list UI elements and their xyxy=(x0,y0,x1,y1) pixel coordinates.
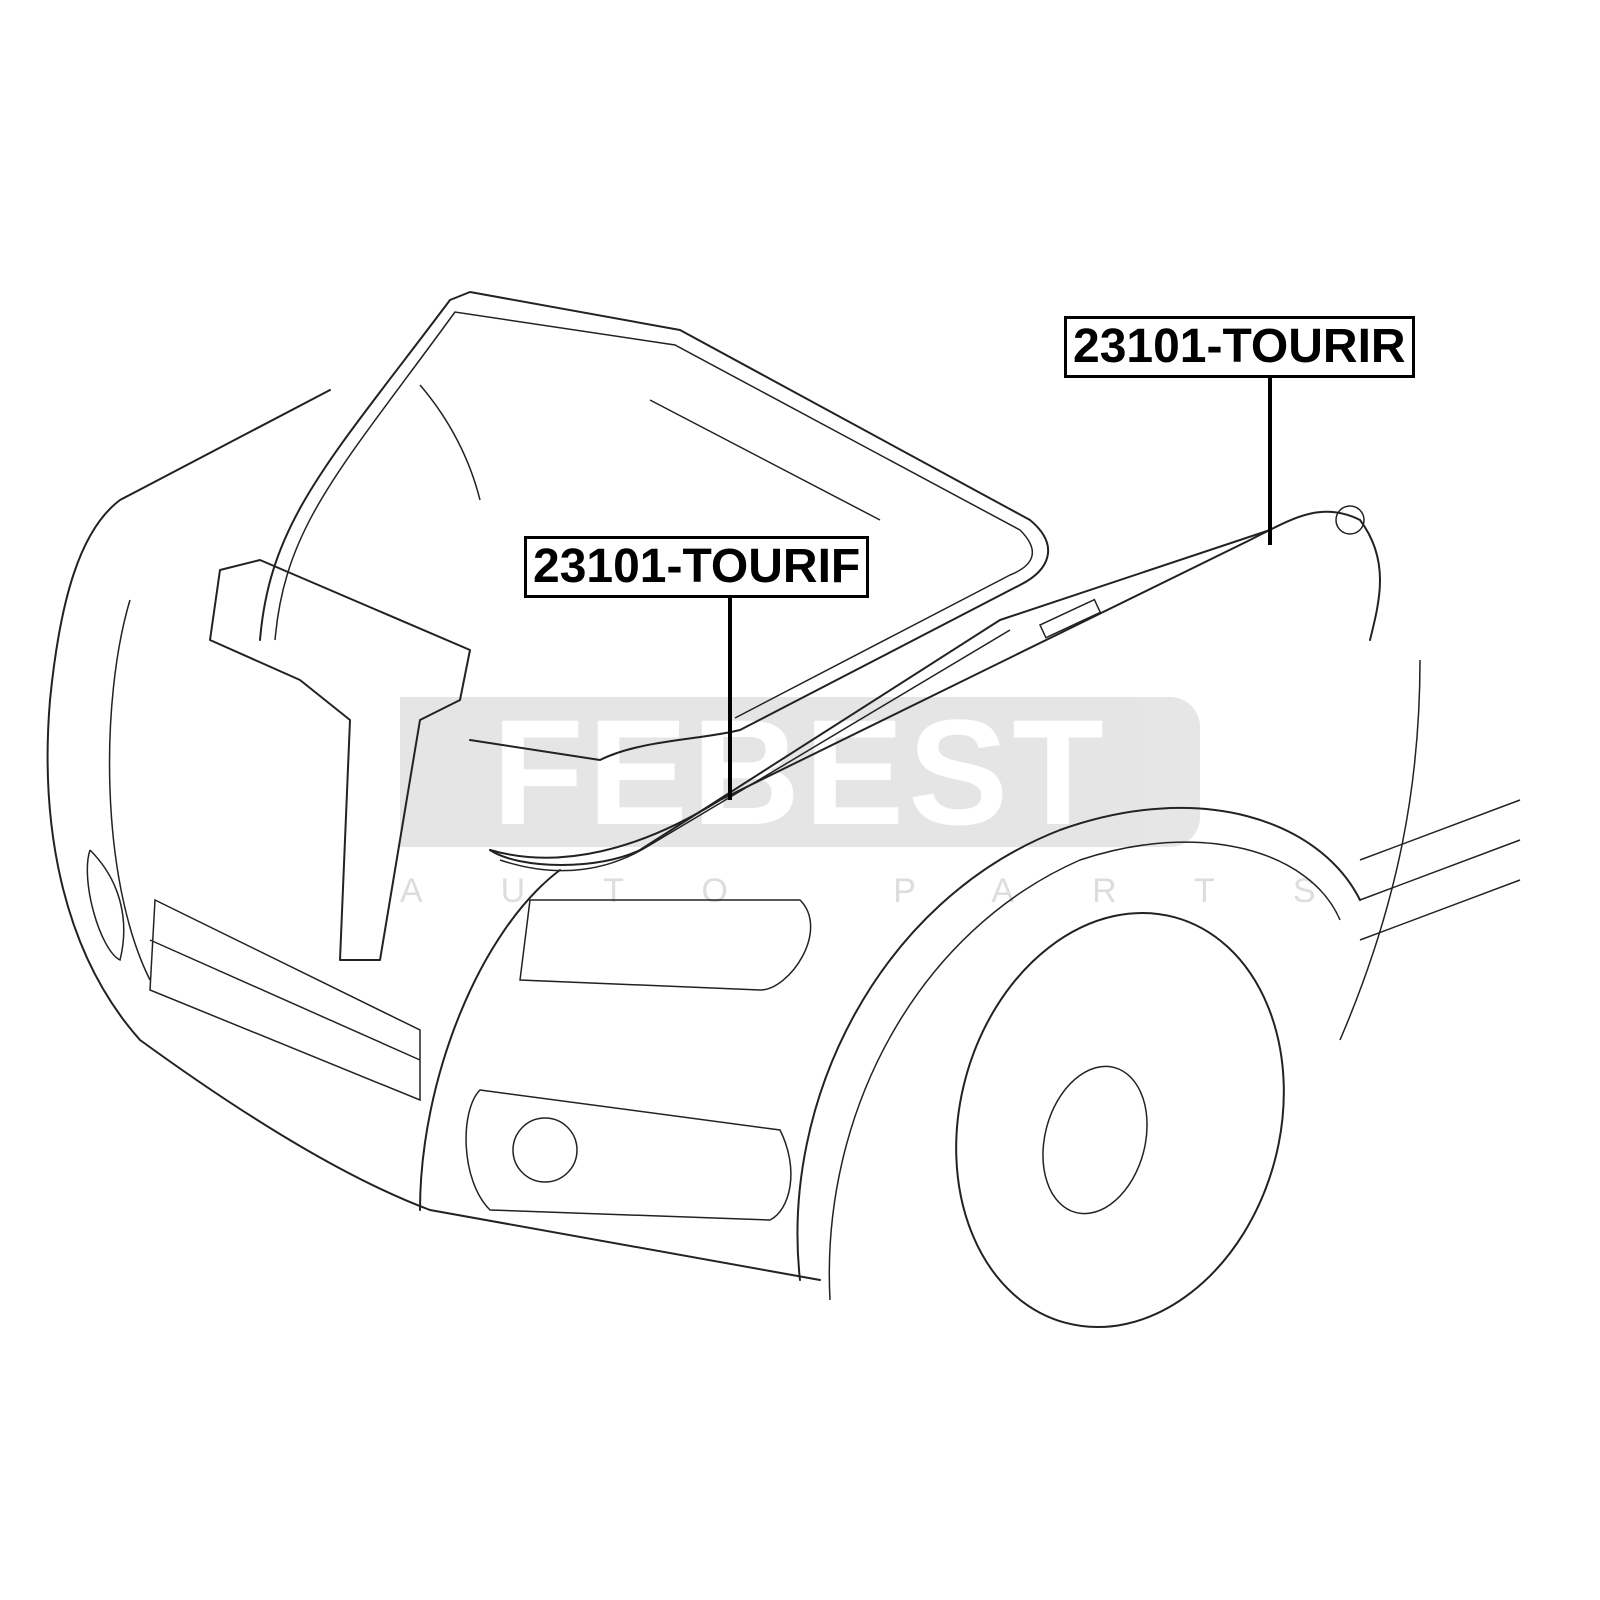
watermark-tagline: AUTO PARTS xyxy=(400,872,1394,910)
watermark-brand: FEBEST xyxy=(400,697,1200,847)
part-label-rear: 23101-TOURIR xyxy=(1064,316,1415,378)
part-label-front: 23101-TOURIF xyxy=(524,536,870,598)
hood-seal xyxy=(259,291,1050,761)
